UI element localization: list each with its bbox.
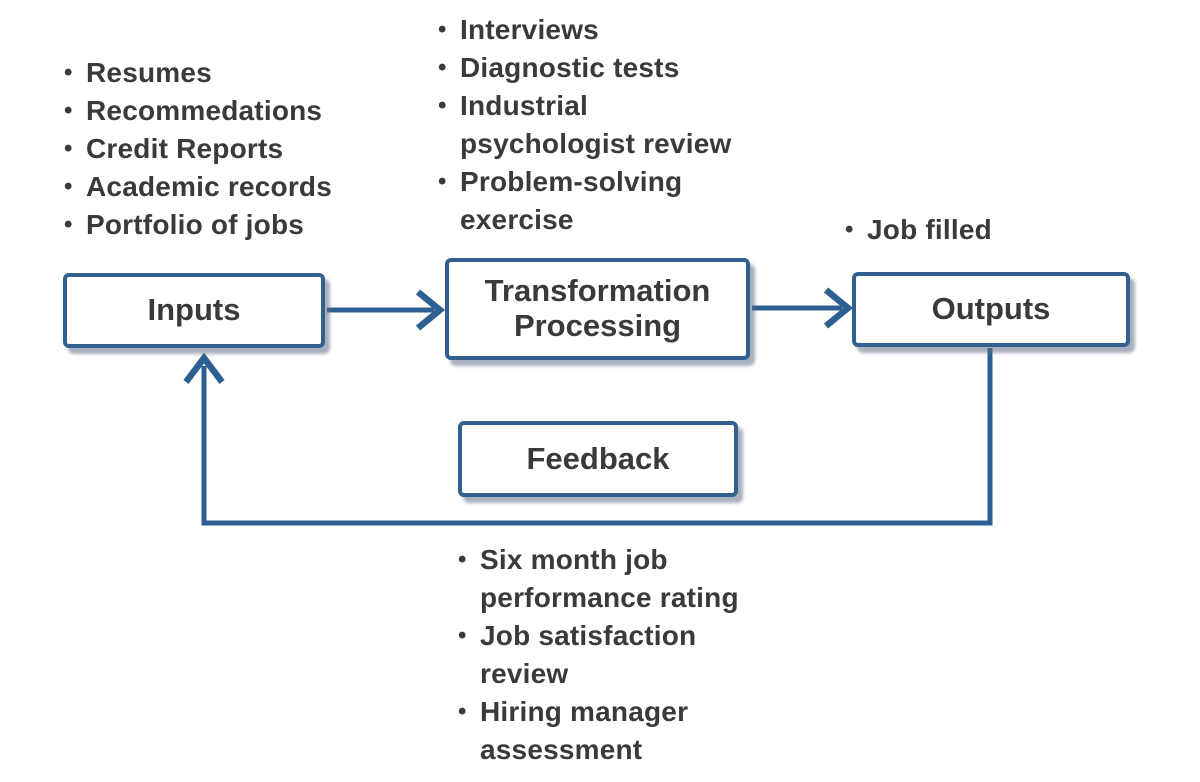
- list-item: Diagnostic tests: [436, 49, 776, 87]
- inputs-box: Inputs: [63, 273, 325, 348]
- list-item: Portfolio of jobs: [62, 206, 402, 244]
- arrowhead-right-icon: [823, 287, 854, 329]
- list-item: Job filled: [843, 211, 1103, 249]
- list-item: Job satisfaction review: [456, 617, 816, 693]
- list-item: Industrial psychologist review: [436, 87, 776, 163]
- list-item: Six month job performance rating: [456, 541, 816, 617]
- list-item: Problem-solving exercise: [436, 163, 776, 239]
- outputs-bullet-list: Job filled: [843, 211, 1103, 249]
- outputs-box: Outputs: [852, 272, 1130, 347]
- list-item: Interviews: [436, 11, 776, 49]
- list-item: Recommedations: [62, 92, 402, 130]
- inputs-bullet-list: Resumes Recommedations Credit Reports Ac…: [62, 54, 402, 244]
- list-item: Academic records: [62, 168, 402, 206]
- list-item: Credit Reports: [62, 130, 402, 168]
- list-item: Hiring manager assessment: [456, 693, 816, 769]
- feedback-bullet-list: Six month job performance rating Job sat…: [456, 541, 816, 769]
- arrowhead-right-icon: [415, 289, 446, 331]
- arrowhead-up-icon: [183, 352, 225, 384]
- processing-bullet-list: Interviews Diagnostic tests Industrial p…: [436, 11, 776, 239]
- transformation-processing-box: Transformation Processing: [445, 258, 750, 360]
- list-item: Resumes: [62, 54, 402, 92]
- feedback-box: Feedback: [458, 421, 738, 497]
- feedback-loop-line: [201, 348, 993, 526]
